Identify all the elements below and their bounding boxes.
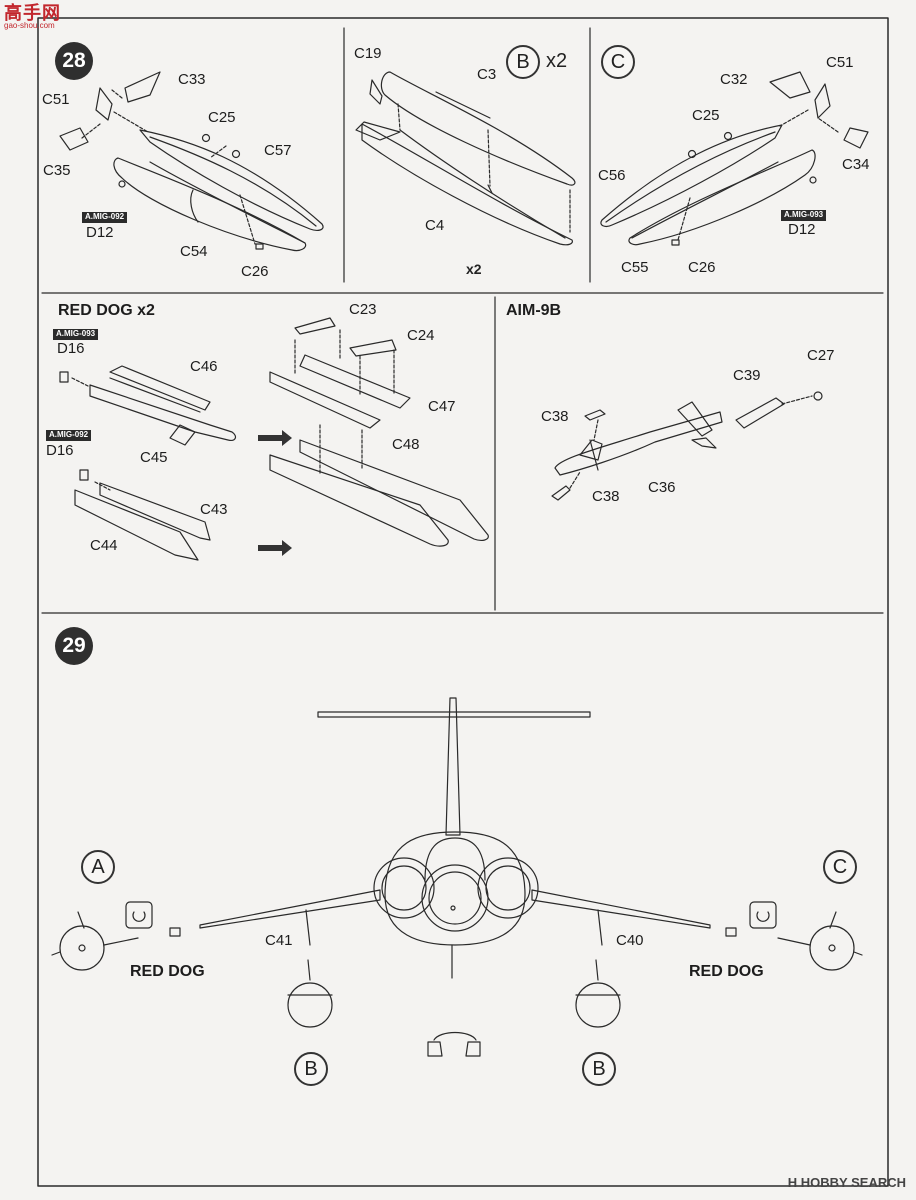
- aircraft-front-drawing: [51, 697, 863, 1057]
- label-c35: C35: [43, 162, 71, 179]
- label-c33: C33: [178, 71, 206, 88]
- label-c51-c: C51: [826, 54, 854, 71]
- label-c23: C23: [349, 301, 377, 318]
- label-c40: C40: [616, 932, 644, 949]
- page-frame: [37, 17, 889, 1187]
- label-c47: C47: [428, 398, 456, 415]
- callout-c: C: [601, 45, 635, 79]
- label-c39: C39: [733, 367, 761, 384]
- label-c41: C41: [265, 932, 293, 949]
- label-c26-c: C26: [688, 259, 716, 276]
- callout-b-left: B: [294, 1052, 328, 1086]
- label-d12: D12: [86, 224, 114, 241]
- label-d12-c: D12: [788, 221, 816, 238]
- assembly-arrows: [258, 430, 292, 556]
- label-c57: C57: [264, 142, 292, 159]
- step-29-badge: 29: [55, 627, 93, 665]
- label-c54: C54: [180, 243, 208, 260]
- label-c56: C56: [598, 167, 626, 184]
- label-c25: C25: [208, 109, 236, 126]
- label-c27: C27: [807, 347, 835, 364]
- label-c51: C51: [42, 91, 70, 108]
- watermark-top-left: 高手网 gao-shou.com: [4, 4, 72, 30]
- label-c4: C4: [425, 217, 445, 234]
- tag-mig-093-reddog: A.MIG-093: [53, 329, 99, 340]
- label-c36: C36: [648, 479, 676, 496]
- label-c26: C26: [241, 263, 269, 280]
- aim9b-heading: AIM-9B: [506, 302, 562, 319]
- callout-c-right: C: [823, 850, 857, 884]
- watermark-main: 高手网: [4, 3, 61, 23]
- label-c25-c: C25: [692, 107, 720, 124]
- label-c32: C32: [720, 71, 748, 88]
- label-c38-bottom: C38: [592, 488, 620, 505]
- label-c44: C44: [90, 537, 118, 554]
- label-c3: C3: [477, 66, 497, 83]
- aim9b-drawing: [551, 391, 823, 501]
- watermark-sub: gao-shou.com: [4, 21, 55, 30]
- tag-mig-092-reddog: A.MIG-092: [46, 430, 92, 441]
- label-c45: C45: [140, 449, 168, 466]
- callout-b-right: B: [582, 1052, 616, 1086]
- watermark-bottom-right: H HOBBY SEARCH: [787, 1175, 906, 1190]
- callout-a: A: [81, 850, 115, 884]
- label-c43: C43: [200, 501, 228, 518]
- label-c24: C24: [407, 327, 435, 344]
- tag-mig-092: A.MIG-092: [82, 212, 128, 223]
- tank-main-drawing: [59, 71, 324, 252]
- label-d16-bottom: D16: [46, 442, 74, 459]
- multiplier-b: x2: [546, 50, 568, 72]
- label-c48: C48: [392, 436, 420, 453]
- label-c38-top: C38: [541, 408, 569, 425]
- callout-b: B: [506, 45, 540, 79]
- multiplier-b-bottom: x2: [466, 261, 482, 277]
- tank-b-drawing: [355, 71, 576, 246]
- label-c46: C46: [190, 358, 218, 375]
- label-c19: C19: [354, 45, 382, 62]
- label-c55: C55: [621, 259, 649, 276]
- label-d16-top: D16: [57, 340, 85, 357]
- step-28-badge: 28: [55, 42, 93, 80]
- label-c34: C34: [842, 156, 870, 173]
- red-dog-drawing: [59, 317, 489, 561]
- tag-mig-093: A.MIG-093: [781, 210, 827, 221]
- red-dog-left-label: RED DOG: [130, 963, 205, 980]
- red-dog-right-label: RED DOG: [689, 963, 764, 980]
- tank-c-drawing: [600, 71, 869, 246]
- red-dog-heading: RED DOG x2: [58, 302, 155, 319]
